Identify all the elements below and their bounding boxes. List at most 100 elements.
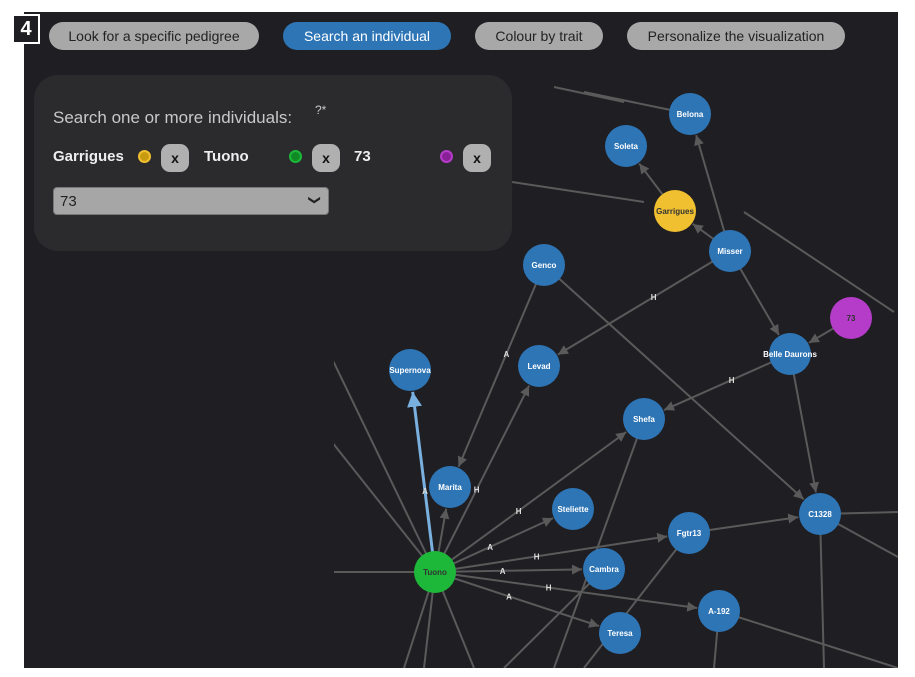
- canvas-background: [24, 250, 334, 668]
- graph-node[interactable]: Tuono: [414, 551, 456, 593]
- node-label: Teresa: [607, 629, 633, 638]
- node-label: Misser: [717, 247, 742, 256]
- individual-select-value: 73: [60, 192, 77, 210]
- graph-edge[interactable]: [434, 564, 583, 575]
- node-circle[interactable]: [523, 244, 565, 286]
- node-label: Levad: [527, 362, 550, 371]
- graph-node[interactable]: Genco: [523, 244, 565, 286]
- node-circle[interactable]: [799, 493, 841, 535]
- edge-label: A: [500, 567, 506, 576]
- node-circle[interactable]: [623, 398, 665, 440]
- graph-node[interactable]: 73: [830, 297, 872, 339]
- node-circle[interactable]: [414, 551, 456, 593]
- remove-individual-button[interactable]: x: [161, 144, 189, 172]
- edge-label: H: [546, 584, 552, 593]
- graph-node[interactable]: A-192: [698, 590, 740, 632]
- graph-node[interactable]: Misser: [709, 230, 751, 272]
- color-marker-icon: [289, 150, 302, 163]
- graph-node[interactable]: Soleta: [605, 125, 647, 167]
- graph-edge[interactable]: [457, 264, 545, 468]
- graph-edge: [503, 568, 605, 668]
- node-label: Soleta: [614, 142, 639, 151]
- search-panel-title: Search one or more individuals:: [53, 108, 293, 127]
- node-label: Genco: [532, 261, 557, 270]
- selected-individual-name: Garrigues: [53, 148, 124, 165]
- graph-edge[interactable]: [663, 353, 791, 411]
- graph-edge: [553, 418, 645, 668]
- graph-edge: [323, 341, 436, 573]
- graph-edge[interactable]: [407, 391, 437, 573]
- graph-edge[interactable]: [789, 353, 820, 493]
- graph-node[interactable]: Teresa: [599, 612, 641, 654]
- node-label: C1328: [808, 510, 832, 519]
- node-circle[interactable]: [552, 488, 594, 530]
- graph-edge: [819, 513, 825, 668]
- node-circle[interactable]: [669, 93, 711, 135]
- step-number-badge: 4: [12, 14, 40, 44]
- node-circle[interactable]: [769, 333, 811, 375]
- graph-edge: [718, 610, 898, 668]
- graph-edge[interactable]: [434, 431, 627, 573]
- edge-label: H: [534, 552, 540, 561]
- node-circle[interactable]: [709, 230, 751, 272]
- node-circle[interactable]: [518, 345, 560, 387]
- node-circle[interactable]: [654, 190, 696, 232]
- edge-label: H: [651, 293, 657, 302]
- graph-node[interactable]: Garrigues: [654, 190, 696, 232]
- graph-node[interactable]: Belle Daurons: [763, 333, 817, 375]
- node-label: Tuono: [423, 568, 447, 577]
- graph-edge[interactable]: [434, 571, 600, 628]
- edge-label: A: [506, 592, 512, 601]
- tab-personalize-visualization[interactable]: Personalize the visualization: [627, 22, 845, 50]
- chevron-down-icon: ❯: [307, 194, 322, 206]
- remove-individual-button[interactable]: x: [312, 144, 340, 172]
- edge-label: A: [487, 543, 493, 552]
- tab-look-for-pedigree[interactable]: Look for a specific pedigree: [49, 22, 259, 50]
- search-panel: Search one or more individuals: ?* Garri…: [34, 75, 512, 251]
- graph-edge[interactable]: [543, 264, 805, 501]
- graph-edge[interactable]: [434, 532, 668, 573]
- graph-node[interactable]: Marita: [429, 466, 471, 508]
- node-label: Steliette: [557, 505, 589, 514]
- graph-edge[interactable]: [434, 571, 698, 612]
- color-marker-icon: [440, 150, 453, 163]
- graph-edge[interactable]: [434, 385, 530, 573]
- graph-node[interactable]: Steliette: [552, 488, 594, 530]
- node-circle[interactable]: [698, 590, 740, 632]
- node-label: 73: [847, 314, 856, 323]
- graph-node[interactable]: Supernova: [389, 349, 431, 391]
- graph-edge[interactable]: [434, 517, 554, 573]
- graph-edge: [511, 181, 645, 203]
- node-circle[interactable]: [668, 512, 710, 554]
- graph-node[interactable]: Fgtr13: [668, 512, 710, 554]
- remove-individual-button[interactable]: x: [463, 144, 491, 172]
- tab-search-individual[interactable]: Search an individual: [283, 22, 451, 50]
- node-circle[interactable]: [583, 548, 625, 590]
- graph-edge: [323, 431, 436, 573]
- tab-colour-by-trait[interactable]: Colour by trait: [475, 22, 603, 50]
- node-circle[interactable]: [389, 349, 431, 391]
- node-circle[interactable]: [599, 612, 641, 654]
- graph-node[interactable]: Levad: [518, 345, 560, 387]
- node-circle[interactable]: [429, 466, 471, 508]
- graph-node[interactable]: C1328: [799, 493, 841, 535]
- graph-node[interactable]: Cambra: [583, 548, 625, 590]
- node-label: Cambra: [589, 565, 619, 574]
- node-circle[interactable]: [605, 125, 647, 167]
- graph-node[interactable]: Shefa: [623, 398, 665, 440]
- graph-edge[interactable]: [557, 250, 731, 356]
- node-label: Marita: [438, 483, 462, 492]
- edge-label: H: [474, 486, 480, 495]
- edge-label: A: [504, 350, 510, 359]
- node-label: Belona: [677, 110, 704, 119]
- help-icon[interactable]: ?*: [315, 103, 327, 117]
- node-label: A-192: [708, 607, 730, 616]
- individual-select[interactable]: 73 ❯: [53, 187, 329, 215]
- node-circle[interactable]: [830, 297, 872, 339]
- edge-label: H: [516, 507, 522, 516]
- node-label: Garrigues: [656, 207, 694, 216]
- edge-label: A: [422, 487, 428, 496]
- graph-node[interactable]: Belona: [669, 93, 711, 135]
